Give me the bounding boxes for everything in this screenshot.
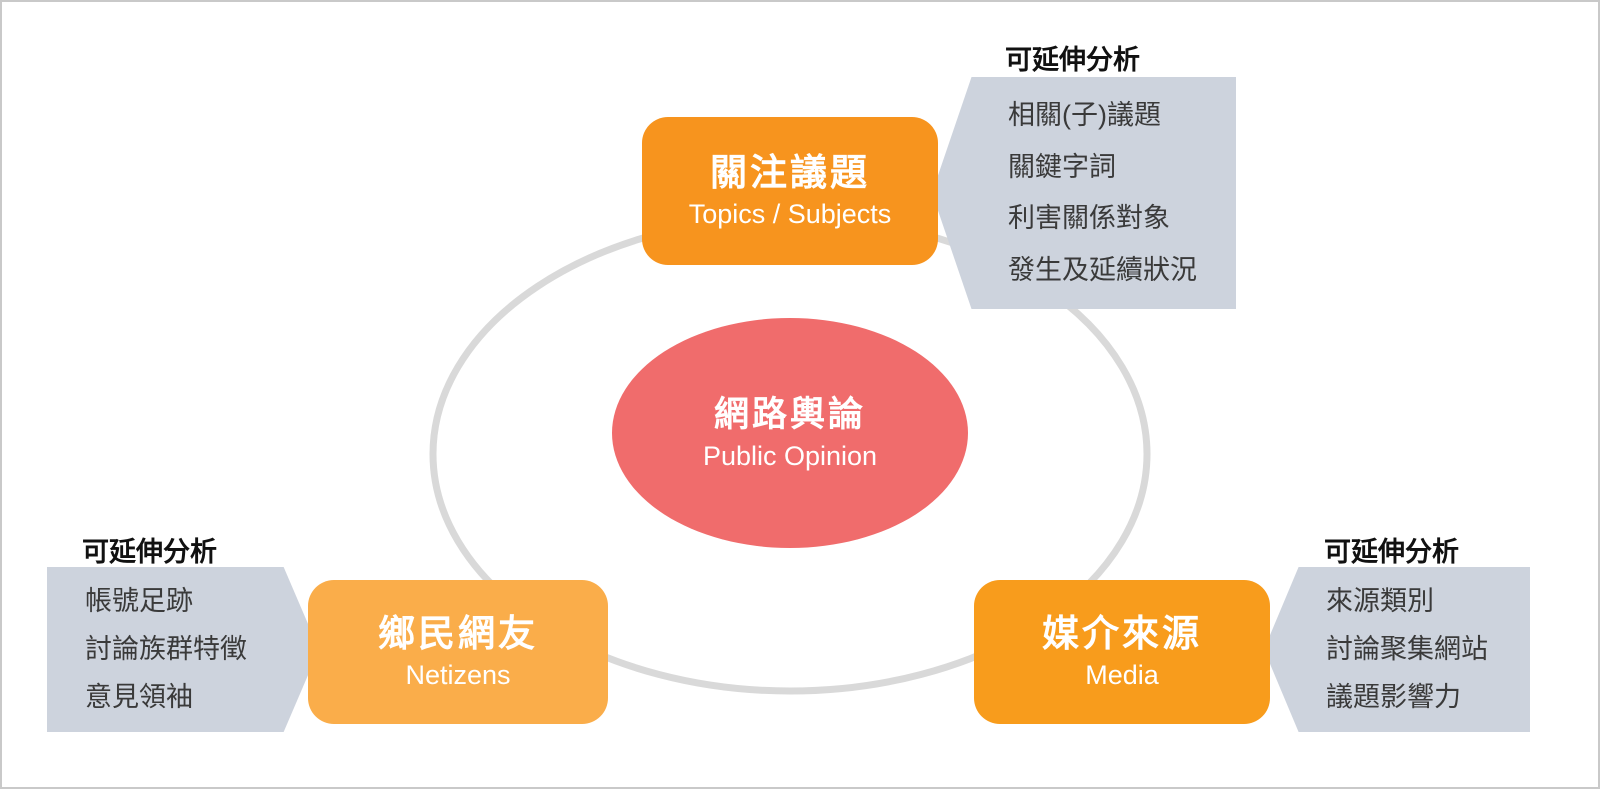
node-media-title: 媒介來源: [1042, 613, 1202, 655]
callout-item: 議題影響力: [1326, 682, 1461, 712]
center-node: 網路輿論 Public Opinion: [612, 318, 968, 548]
callout-topics: 相關(子)議題 關鍵字詞 利害關係對象 發生及延續狀況: [932, 77, 1236, 309]
callout-netizens-items: 帳號足跡 討論族群特徵 意見領袖: [47, 567, 319, 732]
callout-media: 來源類別 討論聚集網站 議題影響力: [1264, 567, 1530, 732]
callout-topics-items: 相關(子)議題 關鍵字詞 利害關係對象 發生及延續狀況: [932, 77, 1236, 309]
callout-item: 利害關係對象: [1008, 203, 1170, 234]
node-media: 媒介來源 Media: [974, 580, 1270, 724]
node-netizens-title: 鄉民網友: [378, 613, 538, 655]
node-netizens: 鄉民網友 Netizens: [308, 580, 608, 724]
center-node-title: 網路輿論: [713, 395, 866, 435]
node-topics: 關注議題 Topics / Subjects: [642, 117, 938, 265]
callout-item: 帳號足跡: [85, 586, 193, 616]
callout-item: 意見領袖: [85, 682, 193, 712]
callout-label-netizens: 可延伸分析: [82, 537, 217, 567]
node-netizens-subtitle: Netizens: [405, 659, 511, 690]
callout-item: 相關(子)議題: [1008, 99, 1161, 130]
callout-item: 討論聚集網站: [1326, 634, 1488, 664]
node-media-subtitle: Media: [1085, 659, 1159, 690]
center-node-subtitle: Public Opinion: [702, 440, 878, 471]
callout-label-topics: 可延伸分析: [1005, 45, 1140, 75]
callout-item: 討論族群特徵: [85, 634, 247, 664]
callout-media-items: 來源類別 討論聚集網站 議題影響力: [1264, 567, 1530, 732]
node-topics-subtitle: Topics / Subjects: [688, 198, 892, 229]
callout-item: 關鍵字詞: [1008, 151, 1116, 182]
node-topics-title: 關注議題: [710, 152, 870, 194]
callout-label-media: 可延伸分析: [1324, 537, 1459, 567]
callout-netizens: 帳號足跡 討論族群特徵 意見領袖: [47, 567, 319, 732]
callout-item: 發生及延續狀況: [1008, 255, 1197, 286]
callout-item: 來源類別: [1326, 586, 1434, 616]
